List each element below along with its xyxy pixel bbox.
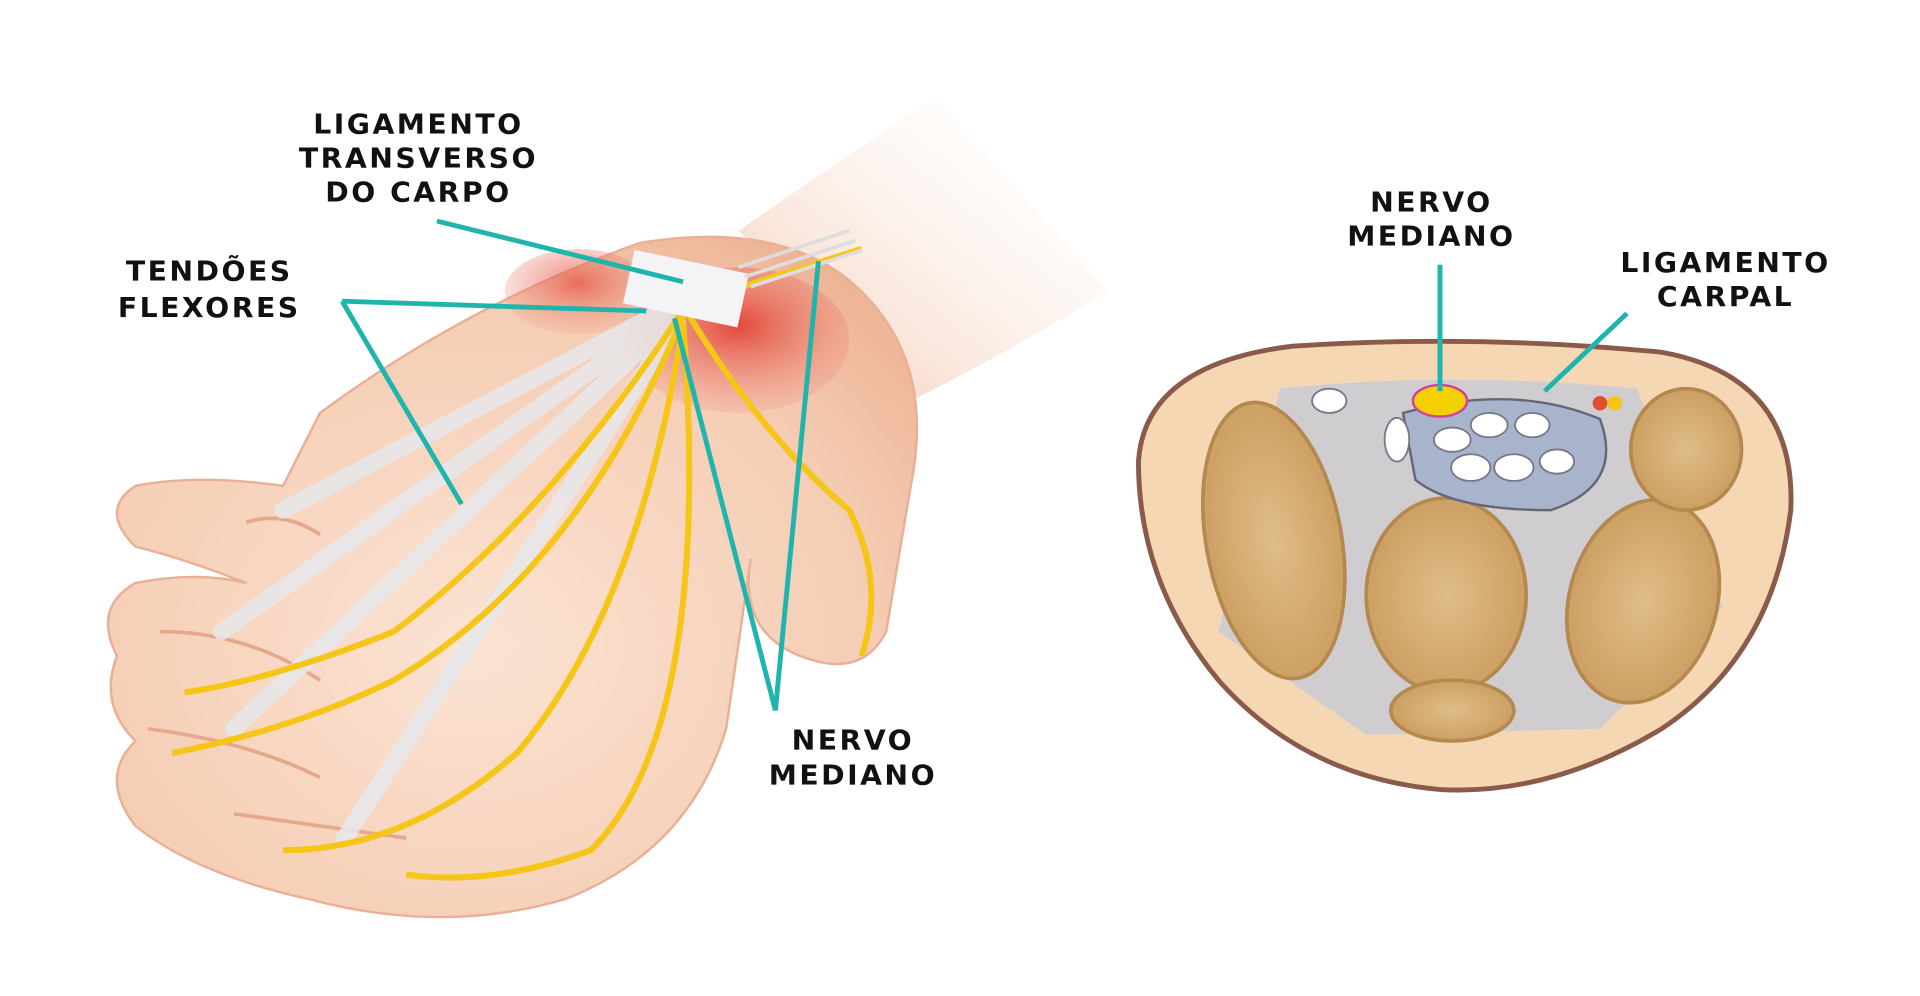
label-transverse-ligament-line3: DO CARPO xyxy=(325,176,511,209)
label-median-nerve-section-line2: MEDIANO xyxy=(1347,220,1515,253)
label-median-nerve-section-line1: NERVO xyxy=(1370,186,1493,219)
cross-section-illustration xyxy=(1135,338,1794,793)
label-carpal-ligament-line2: CARPAL xyxy=(1657,280,1794,313)
transverse-ligament-shape xyxy=(623,249,749,328)
label-median-nerve-hand-line2: MEDIANO xyxy=(769,759,937,792)
label-median-nerve-hand-line1: NERVO xyxy=(792,724,915,757)
label-transverse-ligament-line1: LIGAMENTO xyxy=(313,108,523,141)
label-flexor-tendons-line1: TENDÕES xyxy=(126,254,293,288)
hand-illustration xyxy=(106,97,1108,919)
label-transverse-ligament-line2: TRANSVERSO xyxy=(299,142,538,175)
label-flexor-tendons-line2: FLEXORES xyxy=(118,291,301,324)
label-carpal-ligament-line1: LIGAMENTO xyxy=(1620,246,1830,279)
